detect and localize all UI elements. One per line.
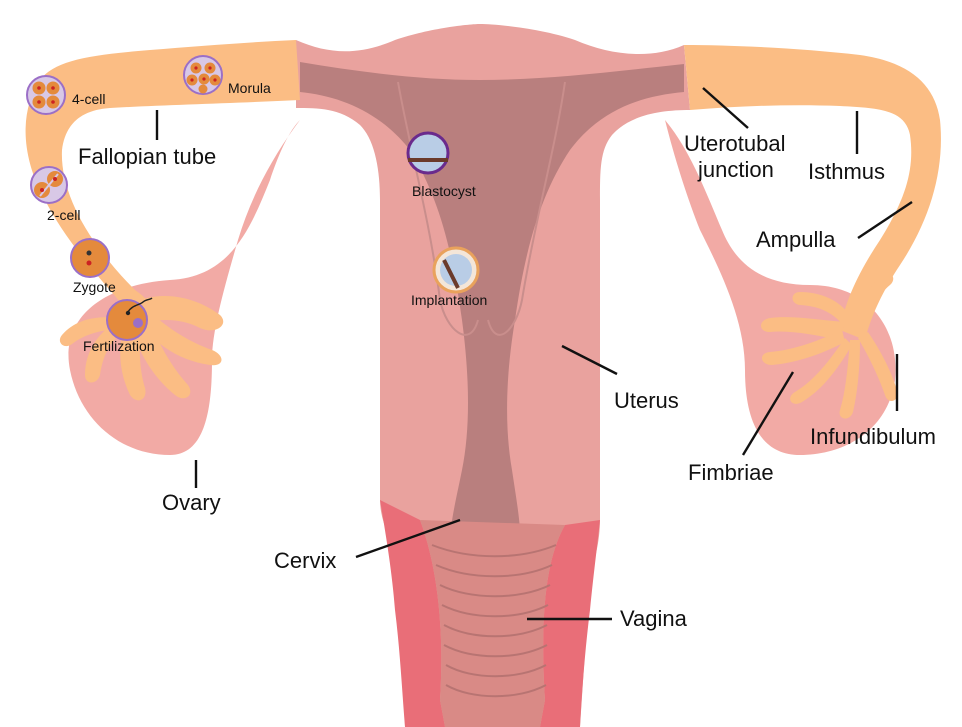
fallopian-tube-label: Fallopian tube (78, 144, 216, 169)
implantation-label: Implantation (411, 292, 487, 308)
implantation-icon (434, 248, 478, 292)
two-cell-label: 2-cell (47, 207, 80, 223)
zygote-label: Zygote (73, 279, 116, 295)
ovary-label: Ovary (162, 490, 221, 515)
four-cell-icon (27, 76, 65, 114)
fimbriae-label: Fimbriae (688, 460, 774, 485)
cervix-label: Cervix (274, 548, 336, 573)
vagina-label: Vagina (620, 606, 688, 631)
isthmus-label: Isthmus (808, 159, 885, 184)
four-cell-label: 4-cell (72, 91, 105, 107)
uterotubal-junction-label-line2: junction (697, 157, 774, 182)
blastocyst-icon (408, 133, 448, 173)
infundibulum-label: Infundibulum (810, 424, 936, 449)
morula-icon (184, 56, 222, 94)
zygote-icon (71, 239, 109, 277)
fertilization-label: Fertilization (83, 338, 155, 354)
uterus-label: Uterus (614, 388, 679, 413)
ampulla-label: Ampulla (756, 227, 836, 252)
uterotubal-junction-label-line1: Uterotubal (684, 131, 786, 156)
two-cell-icon (31, 167, 67, 203)
blastocyst-label: Blastocyst (412, 183, 476, 199)
morula-label: Morula (228, 80, 271, 96)
